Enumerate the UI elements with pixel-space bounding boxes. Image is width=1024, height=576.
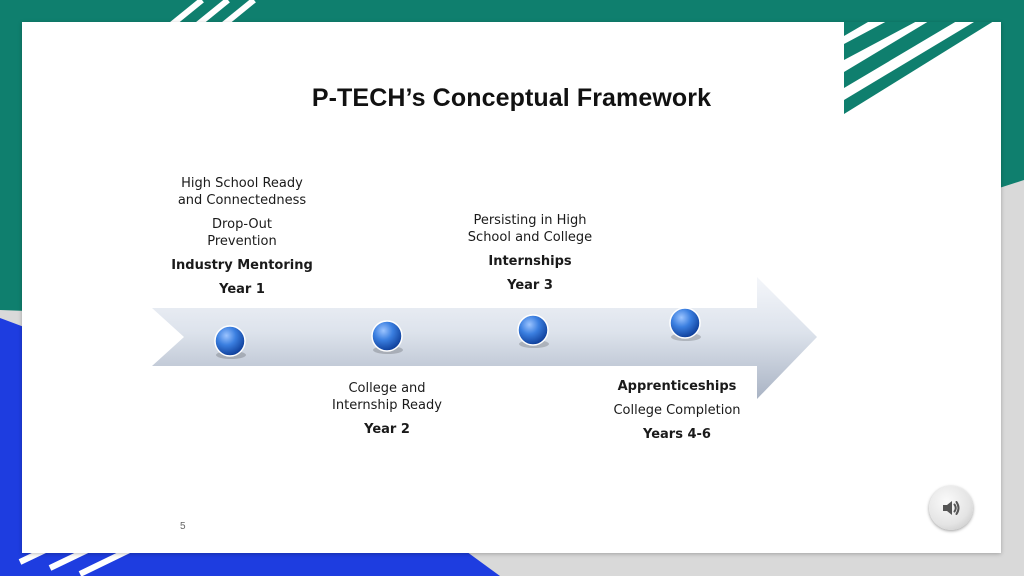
years-4-6-activity: Apprenticeships [617, 379, 737, 394]
years-4-6-goal: College Completion [613, 403, 741, 418]
years-4-6-description: Apprenticeships College Completion Years… [597, 378, 757, 450]
year-3-label: Year 3 [507, 278, 553, 293]
presentation-slide: P-TECH’s Conceptual Framework High [22, 22, 1001, 553]
timeline-node-year-3 [517, 314, 549, 346]
timeline-node-year-2 [371, 320, 403, 352]
slide-title: P-TECH’s Conceptual Framework [311, 84, 712, 112]
timeline-node-year-4-6 [669, 307, 701, 339]
year-1-activity: Industry Mentoring [171, 258, 313, 273]
year-2-line-1: College and [348, 381, 426, 396]
year-1-line-4: Prevention [207, 234, 277, 249]
year-3-line-1: Persisting in High [473, 213, 587, 228]
years-4-6-label: Years 4-6 [643, 427, 711, 442]
year-2-description: College and Internship Ready Year 2 [307, 380, 467, 445]
top-stripes-decoration [168, 0, 256, 29]
slide-number: 5 [180, 521, 186, 532]
year-1-label: Year 1 [219, 282, 265, 297]
year-3-description: Persisting in High School and College In… [450, 212, 610, 301]
timeline-arrow [152, 277, 817, 399]
year-3-activity: Internships [488, 254, 572, 269]
speaker-icon [943, 501, 960, 515]
year-3-line-2: School and College [467, 230, 593, 245]
corner-stripes-decoration [844, 22, 993, 114]
year-1-line-2: and Connectedness [177, 193, 307, 208]
year-2-line-2: Internship Ready [332, 398, 442, 413]
arrow-body [152, 277, 817, 399]
year-1-line-1: High School Ready [181, 176, 303, 191]
audio-button[interactable] [929, 486, 973, 530]
year-1-line-3: Drop-Out [212, 217, 272, 232]
year-2-label: Year 2 [364, 422, 410, 437]
timeline-node-year-1 [214, 325, 246, 357]
year-1-description: High School Ready and Connectedness Drop… [157, 175, 327, 305]
